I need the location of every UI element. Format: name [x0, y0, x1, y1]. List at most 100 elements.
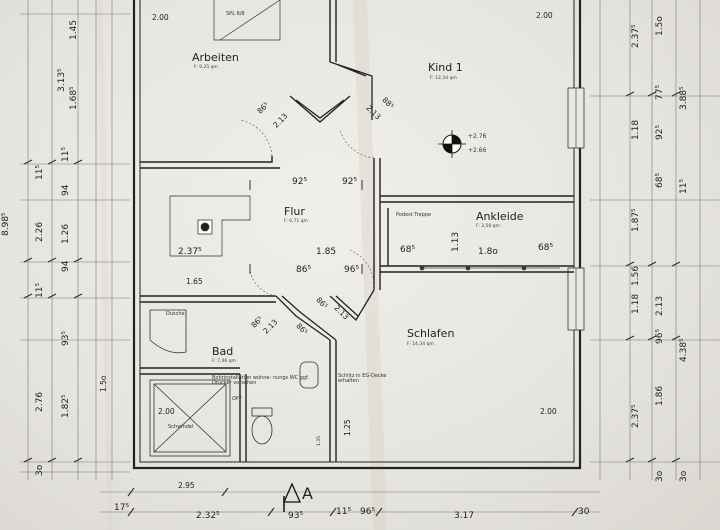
dim-label: 1.26 [61, 223, 71, 244]
door-swings [239, 119, 375, 297]
paper-fold [97, 0, 113, 530]
exterior-walls [132, 0, 585, 470]
room-area-ankleide: F: 3,58 qm [476, 224, 500, 229]
dim-label: 93⁵ [61, 330, 71, 346]
bath-fixtures [149, 309, 319, 457]
dim-label: 2.00 [536, 11, 553, 20]
dim-label: 1.45 [69, 19, 79, 40]
room-area-kind1: F: 12,34 qm [430, 76, 457, 81]
room-name-kind1: Kind 1 [428, 61, 463, 74]
note-bad-installation: Bohrinstallation wohne- nungs WC ggf. Dr… [212, 375, 310, 386]
dim-label: 17⁵ [114, 503, 130, 513]
dim-label: 2.00 [152, 13, 169, 22]
dim-label: 94 [61, 184, 71, 196]
dim-label: 1.8o [478, 247, 498, 257]
note-schacht: Schlitz in EG-Decke erhalten [338, 373, 387, 384]
dim-label: 1.82⁵ [61, 394, 71, 418]
dim-label: 2.37⁵ [178, 247, 202, 257]
note-dusche: Dusche [166, 311, 185, 317]
level-value-top: +2.76 [468, 133, 487, 140]
dim-label: 1.25 [343, 419, 352, 436]
section-marker [282, 482, 302, 512]
dim-label: 2.00 [540, 407, 557, 416]
dim-label: 2.76 [35, 391, 45, 412]
dim-label: 92⁵ [292, 177, 308, 187]
section-marker-label: A [302, 484, 313, 503]
right-dimension-ticks [625, 91, 681, 463]
level-marker [438, 130, 466, 158]
dim-label: 11⁵ [679, 178, 689, 194]
dim-label: 2.95 [178, 481, 195, 490]
dim-label: 1.65 [186, 277, 203, 286]
dim-label: 96⁵ [344, 265, 360, 275]
dim-label: 11⁵ [35, 164, 45, 180]
paper-fold [353, 0, 387, 530]
dim-label: 3.88⁵ [679, 86, 689, 110]
dim-label: 30 [578, 507, 590, 517]
dim-label: 92⁵ [655, 124, 665, 140]
dim-label: 8.98⁵ [1, 212, 11, 236]
dim-label: 96⁵ [655, 328, 665, 344]
dim-label: 3o [35, 464, 45, 476]
dim-label: 77⁵ [655, 84, 665, 100]
dim-label: 11⁵ [61, 146, 71, 162]
dim-label: 1.68⁵ [69, 86, 79, 110]
dim-label: 2.37⁵ [631, 24, 641, 48]
dim-label: 68⁵ [400, 245, 416, 255]
dim-label: 1.86 [655, 385, 665, 406]
dim-label: 2.37⁵ [631, 404, 641, 428]
dim-label: 1.87⁵ [631, 208, 641, 232]
dim-label: 1.85 [316, 247, 337, 257]
note-podest: Podest Treppe [396, 212, 432, 218]
left-dimension-ticks [23, 159, 83, 463]
room-name-flur: Flur [284, 205, 305, 218]
room-area-bad: F: 7,46 qm [212, 359, 236, 364]
closet-rail [419, 265, 560, 271]
dim-label: 96⁵ [360, 507, 376, 517]
dim-label: 1.13 [451, 231, 461, 252]
dim-label: 1.5o [655, 16, 665, 36]
note-spl: SPL 6/8 [226, 11, 245, 17]
dim-label: 1.56 [631, 265, 641, 286]
dim-label: 1.18 [631, 293, 641, 314]
dim-label: 68⁵ [655, 172, 665, 188]
room-name-arbeiten: Arbeiten [192, 51, 239, 64]
room-name-schlafen: Schlafen [407, 327, 455, 340]
stair-outline [169, 0, 281, 257]
dim-label: 94 [61, 260, 71, 272]
dim-label: 2.26 [35, 221, 45, 242]
dim-label: 2.13 [655, 295, 665, 316]
dim-label: 11⁵ [336, 507, 352, 517]
dim-label: 2.00 [158, 407, 175, 416]
dim-label: 93⁵ [288, 511, 304, 521]
room-name-bad: Bad [212, 345, 234, 358]
dim-label: 3o [679, 470, 689, 482]
dim-label: 1.35 [317, 435, 322, 446]
room-area-flur: F: 6,71 qm [284, 219, 308, 224]
left-dimension-lines [20, 0, 130, 480]
bottom-dimension-lines [100, 491, 600, 513]
interior-walls [140, 0, 574, 462]
dim-label: 1.18 [631, 119, 641, 140]
dim-label: 3.13⁵ [57, 68, 67, 92]
level-value-bottom: +2.66 [468, 147, 487, 154]
bottom-dimension-ticks [127, 487, 579, 517]
note-schwindel: Schwindel [168, 424, 194, 430]
dim-label: 4.38⁵ [679, 338, 689, 362]
dim-label: 2.32⁵ [196, 511, 220, 521]
note-opf: OPF [232, 396, 242, 402]
dim-label: 86⁵ [296, 265, 312, 275]
dim-label: 11⁵ [35, 282, 45, 298]
plan-ticks [249, 180, 363, 274]
dim-label: 3o [655, 470, 665, 482]
dim-label: 1.5o [99, 375, 108, 392]
room-name-ankleide: Ankleide [476, 210, 524, 223]
room-area-arbeiten: F: 9,25 qm [194, 65, 218, 70]
room-area-schlafen: F: 14,34 qm [407, 342, 434, 347]
dim-label: 92⁵ [342, 177, 358, 187]
dim-label: 3.17 [454, 511, 475, 521]
dim-label: 68⁵ [538, 243, 554, 253]
diagonal-walls [275, 61, 375, 341]
